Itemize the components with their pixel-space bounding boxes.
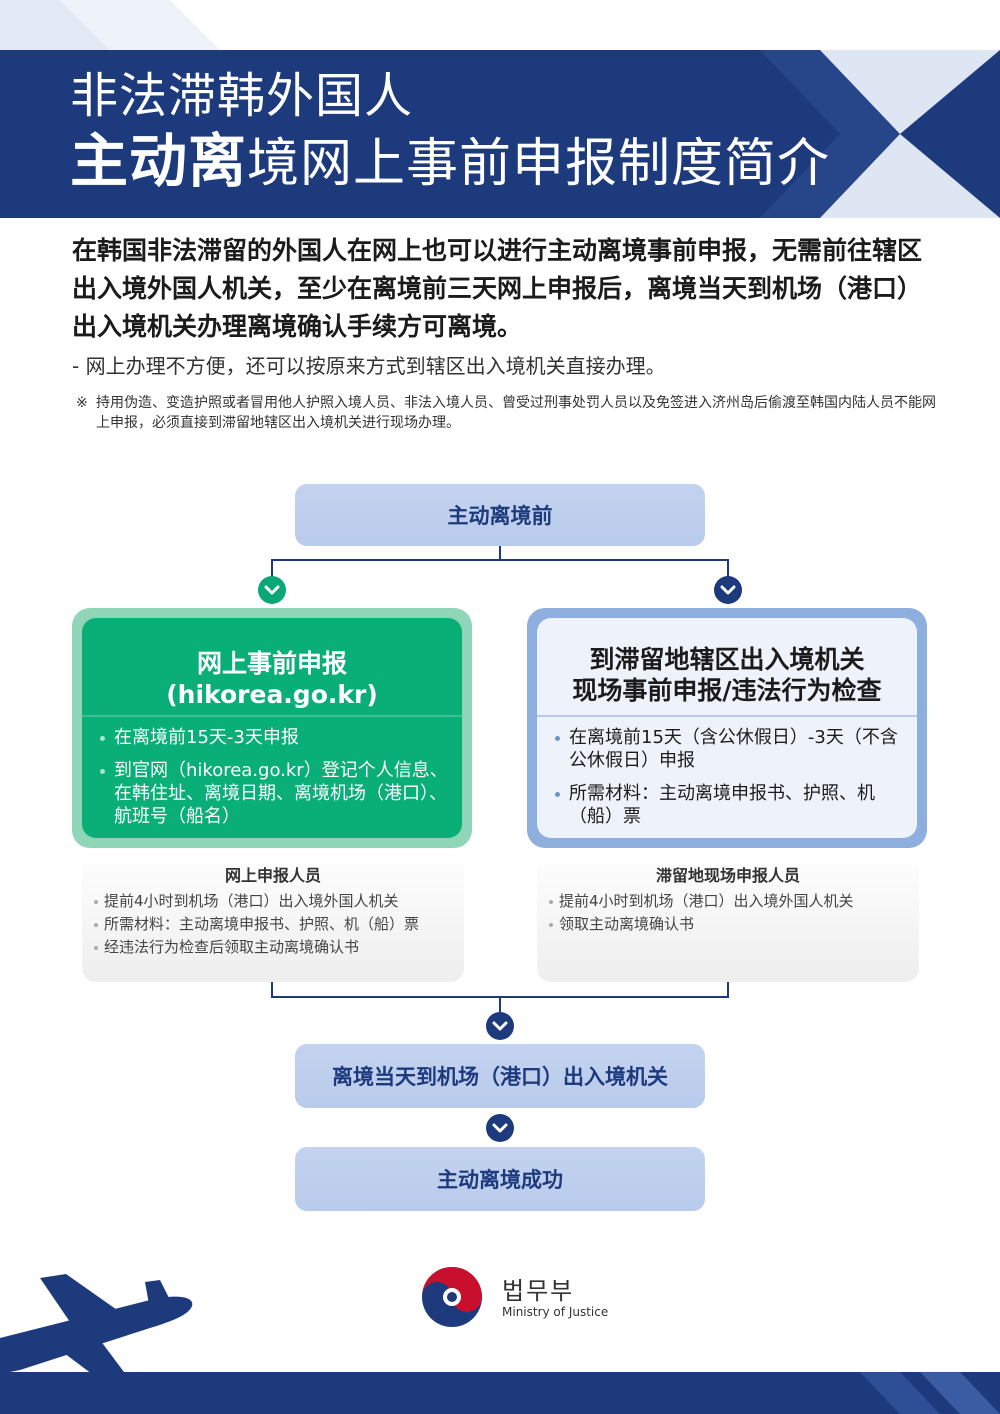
title-rest: 境网上事前申报制度简介	[247, 134, 831, 194]
online-card-inner: 网上事前申报 (hikorea.go.kr) 在离境前15天-3天申报 到官网（…	[82, 618, 462, 838]
online-card-list: 在离境前15天-3天申报 到官网（hikorea.go.kr）登记个人信息、在韩…	[100, 726, 448, 838]
note-restriction: ※ 持用伪造、变造护照或者冒用他人护照入境人员、非法入境人员、曾受过刑事处罚人员…	[76, 393, 946, 433]
list-item: 领取主动离境确认书	[549, 913, 854, 936]
onsite-application-card: 到滞留地辖区出入境机关 现场事前申报/违法行为检查 在离境前15天（含公休假日）…	[527, 608, 927, 848]
title-line-1: 非法滞韩外国人	[70, 68, 414, 124]
header-decoration	[760, 50, 1000, 218]
airplane-icon	[0, 1274, 193, 1380]
title-emphasis: 主动离	[70, 127, 248, 195]
onsite-card-title: 到滞留地辖区出入境机关 现场事前申报/违法行为检查	[537, 644, 917, 706]
footer-decoration	[860, 1372, 1000, 1414]
list-item: 在离境前15天-3天申报	[100, 726, 448, 749]
chevron-down-icon	[714, 576, 742, 604]
connector	[499, 546, 501, 560]
list-item: 经违法行为检查后领取主动离境确认书	[94, 936, 419, 959]
online-applicant-list: 提前4小时到机场（港口）出入境外国人机关 所需材料：主动离境申报书、护照、机（船…	[94, 890, 419, 959]
title-line-2: 主动离境网上事前申报制度简介	[70, 126, 830, 199]
onsite-title-line-2: 现场事前申报/违法行为检查	[572, 676, 882, 705]
divider	[537, 715, 917, 717]
check-icon	[258, 576, 286, 604]
step-success: 主动离境成功	[295, 1147, 705, 1211]
note-restriction-text: 持用伪造、变造护照或者冒用他人护照入境人员、非法入境人员、曾受过刑事处罚人员以及…	[96, 395, 936, 431]
bullet-icon	[549, 900, 553, 904]
onsite-applicant-panel: 滞留地现场申报人员 提前4小时到机场（港口）出入境外国人机关 领取主动离境确认书	[537, 850, 919, 982]
ministry-name-korean: 법무부	[502, 1277, 575, 1305]
onsite-title-line-1: 到滞留地辖区出入境机关	[589, 645, 865, 674]
page-title: 非法滞韩外国人 主动离境网上事前申报制度简介	[70, 66, 830, 199]
online-application-card: 网上事前申报 (hikorea.go.kr) 在离境前15天-3天申报 到官网（…	[72, 608, 472, 848]
list-item: 提前4小时到机场（港口）出入境外国人机关	[549, 890, 854, 913]
bullet-icon	[94, 946, 98, 950]
online-title-line-2: (hikorea.go.kr)	[166, 680, 378, 709]
onsite-applicant-list: 提前4小时到机场（港口）出入境外国人机关 领取主动离境确认书	[549, 890, 854, 936]
bullet-icon	[100, 769, 105, 774]
connector	[271, 982, 273, 998]
chevron-down-icon	[486, 1114, 514, 1142]
bullet-icon	[94, 923, 98, 927]
onsite-card-list: 在离境前15天（含公休假日）-3天（不含公休假日）申报 所需材料：主动离境申报书…	[555, 726, 903, 838]
online-applicant-title: 网上申报人员	[224, 866, 321, 885]
bullet-icon	[549, 923, 553, 927]
connector	[271, 559, 273, 577]
taegeuk-icon	[422, 1267, 482, 1327]
list-item: 所需材料：主动离境申报书、护照、机（船）票	[94, 913, 419, 936]
onsite-applicant-title: 滞留地现场申报人员	[655, 866, 800, 885]
connector	[271, 559, 729, 561]
bullet-icon	[555, 792, 560, 797]
step-airport-departure: 离境当天到机场（港口）出入境机关	[295, 1044, 705, 1108]
footer-band	[0, 1372, 1000, 1414]
note-alternative: - 网上办理不方便，还可以按原来方式到辖区出入境机关直接办理。	[72, 354, 666, 378]
step-before-departure: 主动离境前	[295, 484, 705, 546]
connector	[499, 996, 501, 1012]
reference-mark: ※	[76, 395, 88, 411]
bullet-icon	[94, 900, 98, 904]
header-banner: 非法滞韩外国人 主动离境网上事前申报制度简介	[0, 50, 1000, 218]
onsite-card-inner: 到滞留地辖区出入境机关 现场事前申报/违法行为检查 在离境前15天（含公休假日）…	[537, 618, 917, 838]
lead-paragraph: 在韩国非法滞留的外国人在网上也可以进行主动离境事前申报，无需前往辖区出入境外国人…	[72, 236, 923, 341]
chevron-down-icon	[486, 1012, 514, 1040]
online-card-title: 网上事前申报 (hikorea.go.kr)	[82, 648, 462, 710]
ministry-name-english: Ministry of Justice	[502, 1305, 609, 1319]
bullet-icon	[100, 736, 105, 741]
divider	[82, 715, 462, 717]
list-item: 在离境前15天（含公休假日）-3天（不含公休假日）申报	[555, 726, 903, 772]
connector	[727, 559, 729, 577]
connector	[727, 982, 729, 998]
online-applicant-panel: 网上申报人员 提前4小时到机场（港口）出入境外国人机关 所需材料：主动离境申报书…	[82, 850, 464, 982]
bullet-icon	[555, 736, 560, 741]
list-item: 提前4小时到机场（港口）出入境外国人机关	[94, 890, 419, 913]
ministry-logo: 법무부 Ministry of Justice	[420, 1265, 620, 1329]
list-item: 到官网（hikorea.go.kr）登记个人信息、在韩住址、离境日期、离境机场（…	[100, 759, 448, 828]
online-title-line-1: 网上事前申报	[196, 649, 347, 678]
list-item: 所需材料：主动离境申报书、护照、机（船）票	[555, 782, 903, 828]
header-top-decoration	[0, 0, 220, 50]
